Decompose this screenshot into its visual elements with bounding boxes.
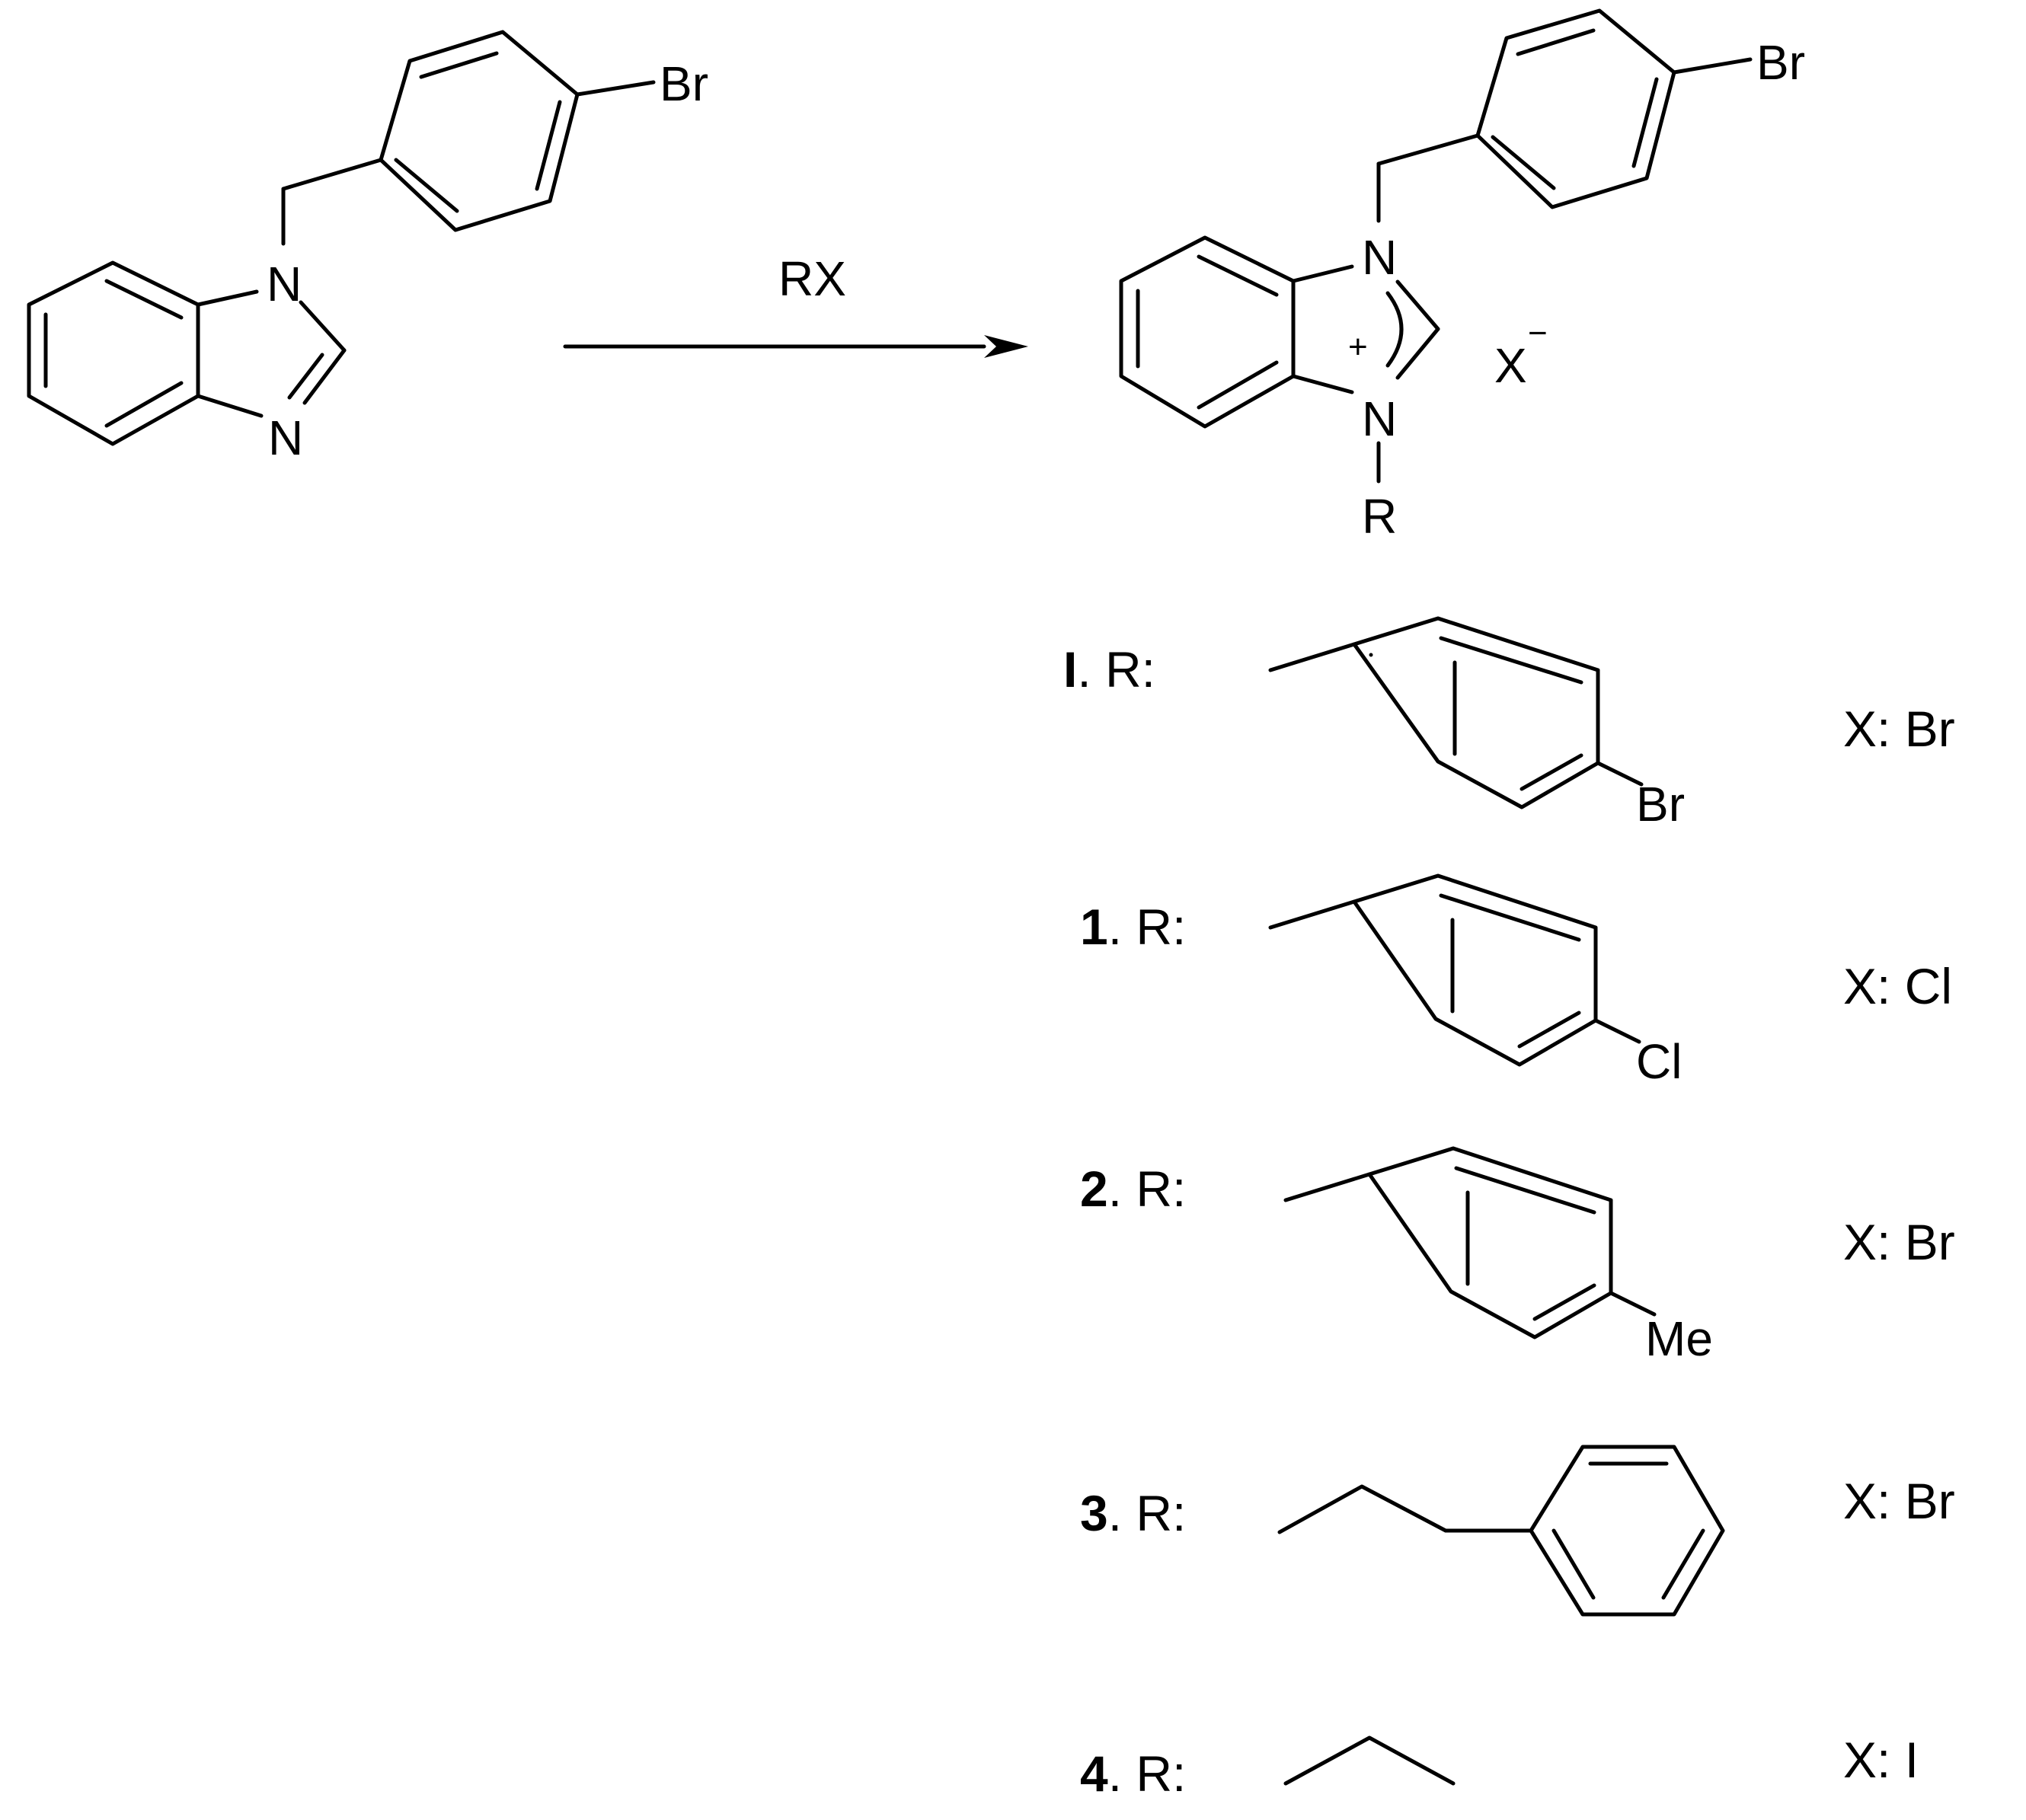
r-group-entry-3 <box>1277 1445 1725 1617</box>
entry-label-1: 1. R: <box>1080 899 1186 955</box>
reaction-arrow <box>563 335 1028 358</box>
entry-2-substituent: Me <box>1645 1311 1713 1366</box>
entry-3-counterion: X: Br <box>1843 1473 1955 1529</box>
sm-n3-label: N <box>268 410 303 465</box>
entry-1-ring <box>1352 873 1598 1067</box>
anion-charge: − <box>1528 315 1548 352</box>
sm-br-label: Br <box>660 56 708 111</box>
entry-I-ring <box>1352 616 1600 809</box>
delocalization-arc <box>1385 291 1404 368</box>
product-n1-label: N <box>1362 230 1397 285</box>
sm-benzo-ring <box>27 260 200 446</box>
entry-label-2: 2. R: <box>1080 1161 1186 1217</box>
entry-label-4: 4. R: <box>1080 1745 1186 1802</box>
entry-I-substituent: Br <box>1636 777 1685 832</box>
entry-3-ring <box>1529 1445 1725 1617</box>
entry-label-3: 3. R: <box>1080 1485 1186 1541</box>
entry-1-substituent: Cl <box>1636 1034 1682 1089</box>
entry-1-counterion: X: Cl <box>1843 958 1952 1014</box>
product-bromophenyl-ring <box>1475 8 1676 209</box>
entry-label-I: I. R: <box>1063 641 1155 698</box>
reagent-label: RX <box>778 251 846 306</box>
r-group-entry-I <box>1268 616 1644 809</box>
entry-I-counterion: X: Br <box>1843 701 1955 757</box>
entry-4-counterion: X: I <box>1843 1732 1919 1788</box>
product-r-label: R <box>1362 489 1397 544</box>
entry-2-counterion: X: Br <box>1843 1214 1955 1270</box>
product-n3-label: N <box>1362 391 1397 446</box>
r-group-entry-4 <box>1283 1735 1456 1786</box>
product-br-label: Br <box>1756 35 1805 90</box>
product-structure <box>1119 8 1753 484</box>
counter-anion-label: X <box>1494 338 1527 393</box>
starting-material-structure <box>27 30 656 446</box>
sm-n1-label: N <box>267 257 302 311</box>
product-benzo-ring <box>1119 235 1296 429</box>
entry-2-ring <box>1367 1146 1613 1339</box>
r-group-entry-1 <box>1268 873 1641 1067</box>
sm-bromophenyl-ring <box>379 30 580 232</box>
positive-charge: + <box>1348 328 1368 366</box>
r-group-entry-2 <box>1283 1146 1657 1339</box>
